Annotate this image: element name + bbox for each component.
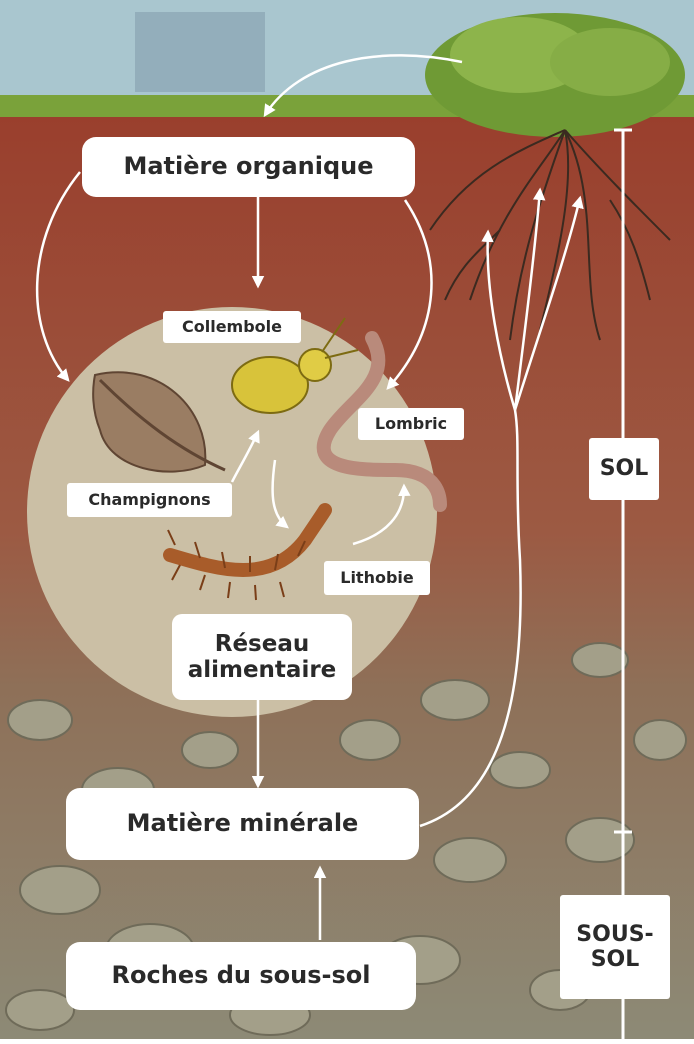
earthworm-label: Lombric: [358, 408, 464, 440]
organic-matter-box: Matière organique: [82, 137, 415, 197]
springtail-label: Collembole: [163, 311, 301, 343]
fungi-label: Champignons: [67, 483, 232, 517]
distant-building: [135, 12, 265, 92]
food-web-box: Réseau alimentaire: [172, 614, 352, 700]
soil-label: SOL: [589, 438, 659, 500]
centipede-label: Lithobie: [324, 561, 430, 595]
mineral-matter-box: Matière minérale: [66, 788, 419, 860]
bush: [425, 13, 685, 137]
bedrock-box: Roches du sous-sol: [66, 942, 416, 1010]
subsoil-label: SOUS- SOL: [560, 895, 670, 999]
